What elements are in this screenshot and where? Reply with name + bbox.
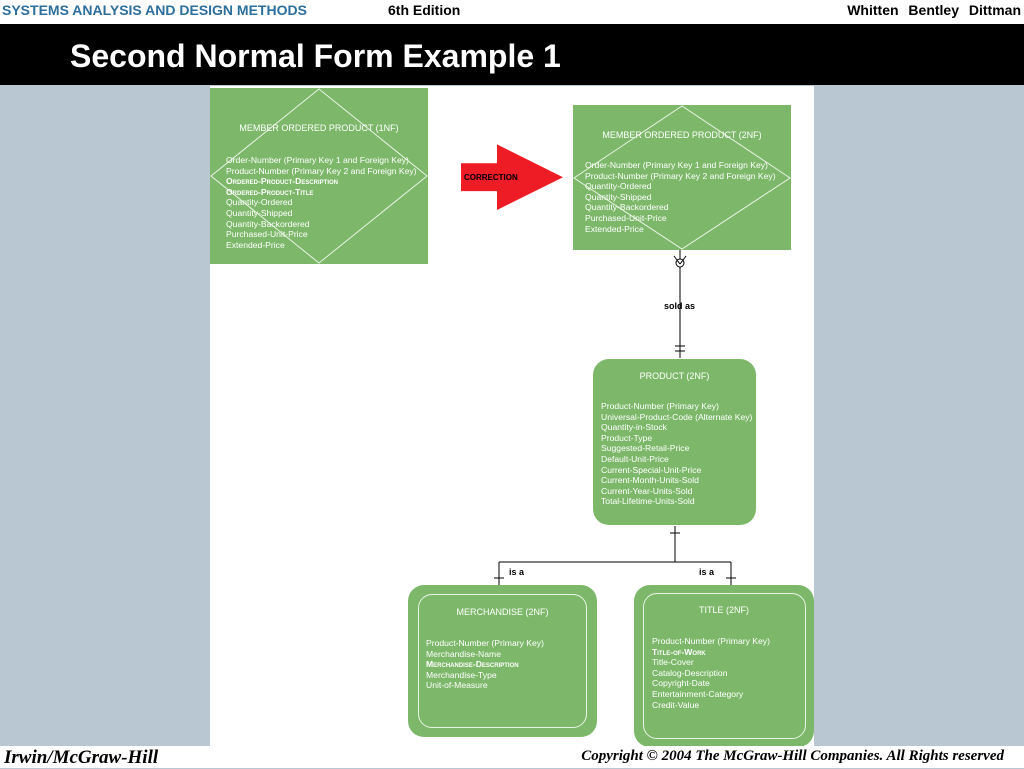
subtype-border — [643, 593, 806, 739]
attribute-item: Product-Number (Primary Key 2 and Foreig… — [585, 170, 776, 181]
attribute-item: Product-Number (Primary Key 2 and Foreig… — [226, 165, 417, 176]
subtype-border — [418, 594, 587, 728]
attribute-item: Merchandise-Description — [426, 659, 519, 670]
header-bar: SYSTEMS ANALYSIS AND DESIGN METHODS 6th … — [0, 0, 1024, 24]
attribute-item: Credit-Value — [652, 699, 700, 710]
edition-label: 6th Edition — [388, 2, 461, 18]
attribute-item: Product-Type — [601, 432, 653, 443]
attribute-item: Suggested-Retail-Price — [601, 443, 690, 454]
associative-diamond-1nf — [210, 88, 428, 264]
attribute-item: Universal-Product-Code (Alternate Key) — [601, 411, 753, 422]
attribute-item: Order-Number (Primary Key 1 and Foreign … — [585, 160, 768, 170]
entity-title: MEMBER ORDERED PRODUCT (1NF) — [239, 123, 399, 133]
attribute-item: Current-Month-Units-Sold — [601, 475, 699, 486]
entity-member-ordered-product-2nf: MEMBER ORDERED PRODUCT (2NF) Order-Numbe… — [573, 105, 791, 250]
attribute-item: Purchased-Unit-Price — [585, 212, 667, 223]
attribute-item: Merchandise-Type — [426, 669, 497, 680]
entity-title: TITLE (2NF) — [698, 605, 749, 615]
attribute-item: Ordered-Product-Description — [226, 176, 339, 187]
attribute-item: Quantity-Backordered — [226, 218, 310, 229]
zero-optional-symbol — [675, 258, 685, 268]
attribute-item: Unit-of-Measure — [426, 680, 488, 691]
entity-product: PRODUCT (2NF) Product-Number (Primary Ke… — [593, 359, 756, 525]
entity-title: MEMBER ORDERED PRODUCT (2NF) — [602, 130, 762, 140]
attribute-item: Default-Unit-Price — [601, 453, 669, 464]
attribute-list: Product-Number (Primary Key)Merchandise-… — [426, 638, 544, 691]
attribute-item: Catalog-Description — [652, 667, 728, 678]
attribute-item: Product-Number (Primary Key) — [601, 401, 719, 411]
correction-label: CORRECTION — [464, 173, 518, 182]
attribute-list: Product-Number (Primary Key)Universal-Pr… — [601, 401, 752, 507]
attribute-item: Quantity-Shipped — [585, 191, 652, 202]
relationship-label-is-a-left: is a — [509, 567, 525, 577]
attribute-item: Purchased-Unit-Price — [226, 229, 308, 240]
attribute-list: Product-Number (Primary Key)Title-of-Wor… — [652, 636, 770, 710]
attribute-item: Quantity-Ordered — [585, 181, 652, 192]
authors-label: Whitten Bentley Dittman — [847, 2, 1021, 18]
entity-member-ordered-product-1nf: MEMBER ORDERED PRODUCT (1NF) Order-Numbe… — [210, 88, 428, 264]
attribute-item: Quantity-in-Stock — [601, 422, 667, 433]
relationship-label-is-a-right: is a — [699, 567, 715, 577]
attribute-list: Order-Number (Primary Key 1 and Foreign … — [585, 160, 776, 234]
course-title: SYSTEMS ANALYSIS AND DESIGN METHODS — [2, 2, 307, 18]
attribute-item: Ordered-Product-Title — [226, 186, 314, 197]
attribute-item: Product-Number (Primary Key) — [426, 638, 544, 648]
attribute-item: Quantity-Backordered — [585, 202, 669, 213]
entity-title-2nf: TITLE (2NF) Product-Number (Primary Key)… — [634, 585, 814, 747]
relationship-label-sold-as: sold as — [664, 301, 696, 311]
entity-title: PRODUCT (2NF) — [639, 371, 710, 381]
publisher-label: Irwin/McGraw-Hill — [4, 747, 159, 768]
attribute-item: Quantity-Ordered — [226, 197, 293, 208]
attribute-item: Extended-Price — [226, 239, 285, 250]
attribute-item: Current-Year-Units-Sold — [601, 485, 693, 496]
entity-title: MERCHANDISE (2NF) — [456, 607, 549, 617]
attribute-item: Merchandise-Name — [426, 648, 501, 659]
slide-title: Second Normal Form Example 1 — [70, 38, 561, 74]
attribute-item: Copyright-Date — [652, 678, 710, 689]
attribute-item: Order-Number (Primary Key 1 and Foreign … — [226, 155, 409, 165]
attribute-item: Quantity-Shipped — [226, 207, 293, 218]
copyright-label: Copyright © 2004 The McGraw-Hill Compani… — [581, 748, 1004, 764]
footer-bar: Irwin/McGraw-Hill Copyright © 2004 The M… — [0, 746, 1024, 768]
attribute-item: Title-Cover — [652, 657, 694, 668]
entity-merchandise: MERCHANDISE (2NF) Product-Number (Primar… — [408, 585, 597, 737]
attribute-item: Total-Lifetime-Units-Sold — [601, 496, 695, 507]
attribute-item: Extended-Price — [585, 223, 644, 234]
attribute-item: Product-Number (Primary Key) — [652, 636, 770, 646]
attribute-item: Title-of-Work — [652, 646, 706, 657]
title-bar: Second Normal Form Example 1 — [0, 24, 1024, 85]
attribute-item: Entertainment-Category — [652, 688, 744, 699]
attribute-list: Order-Number (Primary Key 1 and Foreign … — [226, 155, 417, 250]
diagram-canvas: MEMBER ORDERED PRODUCT (1NF) Order-Numbe… — [210, 86, 814, 748]
associative-diamond-2nf — [573, 105, 791, 250]
attribute-item: Current-Special-Unit-Price — [601, 464, 702, 475]
